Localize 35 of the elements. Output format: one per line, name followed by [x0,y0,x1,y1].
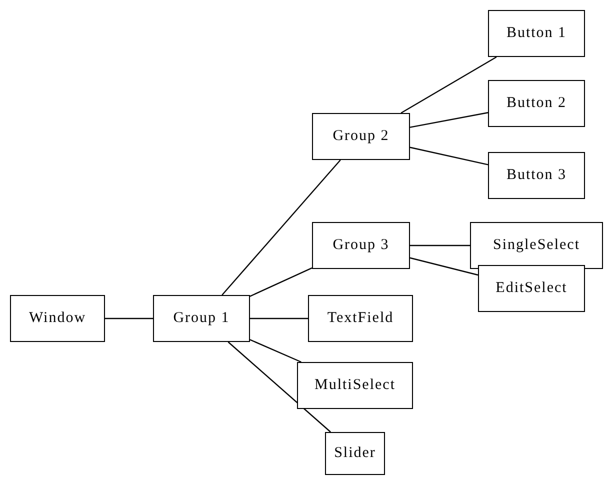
connector-line [250,339,302,363]
node-label: EditSelect [496,280,568,297]
component-box [153,295,250,342]
component-box [488,80,585,127]
component-box [488,10,585,57]
connector-line [250,318,308,320]
component-box [488,152,585,199]
component-box [478,265,585,312]
node-label: Button 1 [506,25,567,42]
node-label: SingleSelect [493,237,580,254]
component-box [10,295,105,342]
connector-line [410,244,470,246]
node-label: Button 2 [506,95,567,112]
node-label: Group 1 [173,310,230,327]
connector-line [410,112,488,128]
connector-line [228,342,331,432]
component-box [312,222,410,269]
node-label: Group 3 [332,237,390,254]
connector-line [400,56,497,114]
component-box [325,432,385,475]
connector-line [105,318,153,320]
connector-line [222,160,341,296]
node-label: Group 2 [332,128,390,145]
connector-line [250,267,312,297]
connector-line [410,257,478,276]
node-label: Slider [334,445,376,462]
component-box [470,222,603,269]
connector-line [410,146,488,166]
node-label: MultiSelect [314,377,396,394]
component-box [297,362,413,409]
component-box [308,295,413,342]
component-box [312,113,410,160]
node-label: Window [28,310,86,327]
node-label: Button 3 [506,167,567,184]
node-label: TextField [327,310,394,327]
